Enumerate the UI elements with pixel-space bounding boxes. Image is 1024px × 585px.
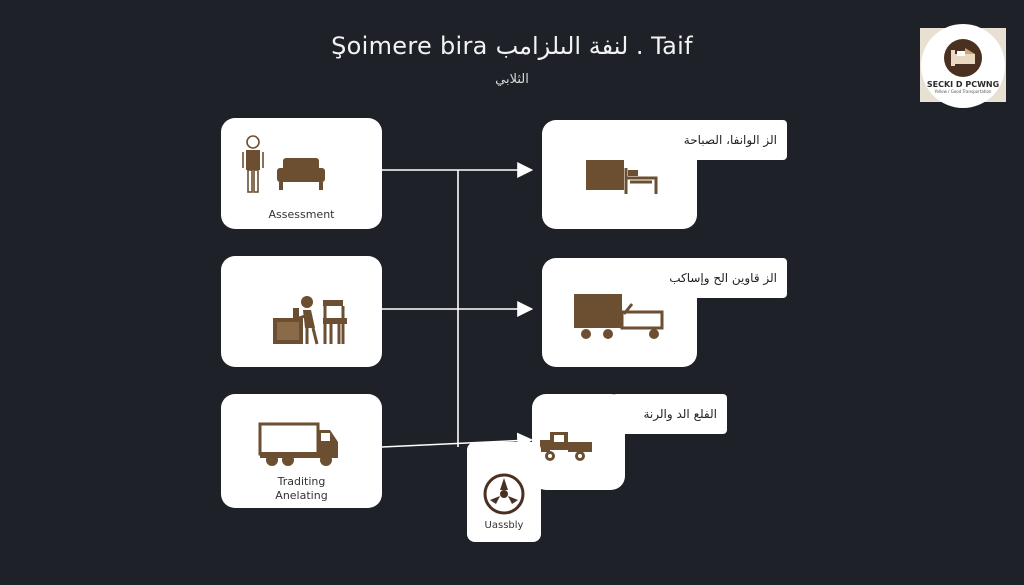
logo-subtext: Yellow / Good Transportation xyxy=(934,89,992,94)
desk-worker-icon xyxy=(273,296,347,345)
step-label-line2: Anelating xyxy=(275,489,328,502)
truck-icon xyxy=(258,422,338,466)
step-title-2: الز قاوين الح وإساكب xyxy=(654,258,787,298)
step-card-assembly: Uassbly xyxy=(467,442,541,542)
page-subtitle: الثلابي xyxy=(495,72,529,87)
step-label: Assessment xyxy=(268,208,335,221)
step-card-workspace xyxy=(221,256,382,367)
step-card-transport: Traditing Anelating xyxy=(221,394,382,508)
step-label-line1: Traditing xyxy=(277,475,326,488)
bed-frame-icon xyxy=(586,160,658,194)
pickup-truck-icon xyxy=(540,432,592,461)
wheel-tool-icon xyxy=(483,473,525,515)
person-armchair-icon xyxy=(242,135,325,193)
page-title: Şoimere bira لنفة الىلزامب . Taif xyxy=(331,32,693,60)
step-card-delivery xyxy=(532,394,625,490)
connector-3 xyxy=(381,432,534,449)
moving-truck-icon xyxy=(574,294,664,339)
logo-text: SECKI D PCWNG xyxy=(926,80,1000,89)
step-title-3: الفلع الد والرنة xyxy=(612,394,727,434)
step-card-moving xyxy=(542,258,697,367)
step-card-assessment: Assessment xyxy=(221,118,382,229)
bed-icon xyxy=(944,39,982,77)
step-title-1: الز الوانفا، الصباحة xyxy=(654,120,787,160)
brand-logo: SECKI D PCWNG Yellow / Good Transportati… xyxy=(920,24,1006,108)
step-label: Uassbly xyxy=(484,520,524,531)
